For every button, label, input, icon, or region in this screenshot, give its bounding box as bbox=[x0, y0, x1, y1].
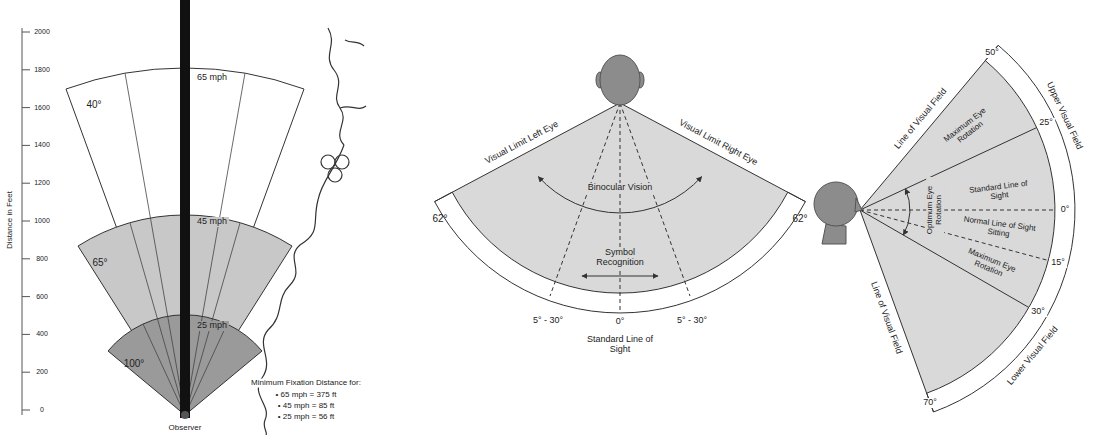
label: Binocular Vision bbox=[586, 183, 654, 193]
optimum-arc bbox=[903, 189, 910, 235]
label: 5° - 30° bbox=[533, 316, 563, 326]
label: 65 mph bbox=[195, 73, 229, 83]
scale-number: 0 bbox=[40, 406, 44, 414]
head-side-view bbox=[814, 182, 862, 244]
label: Symbol Recognition bbox=[583, 248, 657, 268]
label: Standard Line of Sight bbox=[580, 335, 660, 355]
scale-number: 600 bbox=[36, 293, 48, 301]
label: 70° bbox=[921, 398, 939, 408]
label: 45 mph bbox=[195, 217, 229, 227]
observer-dot bbox=[181, 411, 189, 419]
label: 5° - 30° bbox=[677, 316, 707, 326]
label: 0° bbox=[1059, 205, 1072, 215]
scale-number: 1800 bbox=[34, 66, 50, 74]
scale-number: 1600 bbox=[34, 104, 50, 112]
label: • 65 mph = 375 ft bbox=[274, 391, 339, 400]
label: Distance in Feet bbox=[6, 191, 15, 249]
head-top-view bbox=[596, 55, 644, 105]
scale-number: 1200 bbox=[34, 179, 50, 187]
road bbox=[180, 0, 190, 418]
label: 62° bbox=[432, 213, 447, 224]
label: • 45 mph = 85 ft bbox=[276, 402, 336, 411]
distance-scale bbox=[22, 28, 30, 415]
label: Observer bbox=[167, 424, 204, 433]
label: 15° bbox=[1049, 258, 1067, 268]
scale-number: 800 bbox=[36, 255, 48, 263]
scale-number: 1000 bbox=[34, 217, 50, 225]
scale-number: 400 bbox=[36, 331, 48, 339]
label: 62° bbox=[792, 213, 807, 224]
binocular-arc bbox=[538, 177, 701, 213]
scale-number: 2000 bbox=[34, 28, 50, 36]
label: Optimum Eye Rotation bbox=[926, 177, 944, 243]
label: 40° bbox=[86, 99, 101, 110]
label: 100° bbox=[124, 358, 145, 369]
label: • 25 mph = 56 ft bbox=[276, 413, 336, 422]
symbol-bracket bbox=[582, 276, 658, 277]
label: 30° bbox=[1029, 307, 1047, 317]
label: 50° bbox=[983, 48, 1001, 58]
label: 0° bbox=[616, 317, 625, 327]
dashed-sight-lines bbox=[550, 103, 690, 313]
label: 65° bbox=[92, 257, 107, 268]
scale-number: 1400 bbox=[34, 142, 50, 150]
label: 25 mph bbox=[195, 321, 229, 331]
vertical-dashed-lines bbox=[860, 210, 1055, 261]
scale-number: 200 bbox=[36, 368, 48, 376]
label: Minimum Fixation Distance for: bbox=[249, 379, 363, 388]
label: 25° bbox=[1037, 118, 1055, 128]
